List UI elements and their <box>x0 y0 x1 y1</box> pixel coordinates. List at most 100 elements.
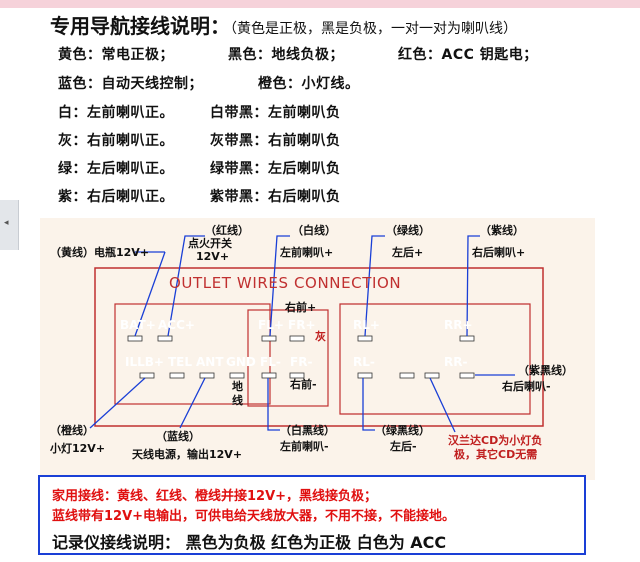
pin-slot <box>139 372 155 379</box>
top-accent-bar <box>0 0 640 8</box>
leader-line-blue <box>179 377 206 429</box>
label-purple-black-rr-minus: 右后喇叭- <box>502 380 551 393</box>
pin-label-rl-plus: RL+ <box>353 318 380 332</box>
label-blue-antenna: 天线电源，输出12V+ <box>132 448 243 461</box>
wiring-diagram: OUTLET WIRES CONNECTION BAT+ ACC+ FL+ FR… <box>40 218 595 480</box>
label-blue-wire: （蓝线） <box>156 430 200 443</box>
connector-block-mid <box>247 309 329 407</box>
pin-label-fl-plus: FL+ <box>258 318 284 332</box>
pin-label-rl-minus: RL- <box>353 355 375 369</box>
pin-slot <box>289 335 305 342</box>
leader-line-green-black <box>362 378 375 431</box>
leader-line-hanlanda <box>429 377 456 433</box>
pin-slot <box>261 335 277 342</box>
home-wiring-note: 家用接线：黄线、红线、橙线并接12V+，黑线接负极； <box>52 489 378 504</box>
legend-row-gray: 灰：右前喇叭正。 灰带黑：右前喇叭负 <box>58 130 341 150</box>
pin-slot <box>289 372 305 379</box>
leader-line-orange <box>89 377 146 429</box>
label-gray-mark: 灰 <box>315 330 326 343</box>
pin-slot <box>261 372 277 379</box>
pin-label-tel: TEL <box>168 355 193 369</box>
legend-gray-plus: 灰：右前喇叭正。 <box>58 133 174 149</box>
pin-label-rr-plus: RR+ <box>444 318 473 332</box>
label-orange-12v: 小灯12V+ <box>50 442 106 455</box>
label-ground-b: 线 <box>232 394 243 407</box>
pin-slot <box>169 372 185 379</box>
legend-orange: 橙色：小灯线。 <box>258 76 360 92</box>
pin-slot <box>459 335 475 342</box>
leader-line-green <box>364 235 385 337</box>
label-white-black-fl-minus: 左前喇叭- <box>280 440 329 453</box>
label-hanlanda-note-a: 汉兰达CD为小灯负 <box>448 434 543 447</box>
pin-label-illb: ILLB+ <box>125 355 164 369</box>
label-hanlanda-note-b: 极，其它CD无需 <box>454 448 538 461</box>
legend-row-2: 蓝色：自动天线控制； 橙色：小灯线。 <box>58 73 360 93</box>
label-purple-black-wire: （紫黑线） <box>518 364 573 377</box>
connector-drawing <box>89 235 544 433</box>
pin-slot <box>357 372 373 379</box>
legend-purple-plus: 紫：右后喇叭正。 <box>58 189 174 205</box>
label-red-12v: 12V+ <box>196 250 230 263</box>
label-purple-wire: （紫线） <box>480 224 524 237</box>
legend-black: 黑色：地线负极； <box>228 47 344 63</box>
pin-slot <box>357 335 373 342</box>
title-main: 专用导航接线说明： <box>50 14 230 38</box>
connector-title: OUTLET WIRES CONNECTION <box>169 274 402 292</box>
label-fr-plus: 右前+ <box>285 301 317 314</box>
label-fr-minus: 右前- <box>290 378 317 391</box>
legend-purple-minus: 紫带黑：右后喇叭负 <box>210 189 341 205</box>
label-red-ignition: 点火开关 <box>188 237 232 250</box>
label-white-fl-plus: 左前喇叭+ <box>280 246 334 259</box>
recorder-wiring-note: 记录仪接线说明： 黑色为负极 红色为正极 白色为 ACC <box>52 533 447 552</box>
connector-block-right <box>339 303 531 415</box>
legend-red: 红色：ACC 钥匙电； <box>398 47 538 63</box>
label-green-black-wire: （绿黑线） <box>375 424 430 437</box>
legend-green-plus: 绿：左后喇叭正。 <box>58 161 174 177</box>
pin-slot <box>199 372 215 379</box>
install-notes-box: 家用接线：黄线、红线、橙线并接12V+，黑线接负极； 蓝线带有12V+电输出，可… <box>38 475 586 555</box>
title-note: （黄色是正极，黑是负极，一对一对为喇叭线） <box>230 21 517 37</box>
legend-blue: 蓝色：自动天线控制； <box>58 76 203 92</box>
label-orange-wire: （橙线） <box>50 424 94 437</box>
legend-row-1: 黄色：常电正极； 黑色：地线负极； 红色：ACC 钥匙电； <box>58 44 538 64</box>
pin-label-gnd: GND <box>226 355 256 369</box>
blue-wire-note: 蓝线带有12V+电输出，可供电给天线放大器，不用不接，不能接地。 <box>52 509 456 524</box>
page-title: 专用导航接线说明：（黄色是正极，黑是负极，一对一对为喇叭线） <box>50 10 517 39</box>
legend-white-plus: 白：左前喇叭正。 <box>58 105 174 121</box>
pin-slot <box>424 372 440 379</box>
leader-line-red <box>167 235 205 337</box>
legend-green-minus: 绿带黑：左后喇叭负 <box>210 161 341 177</box>
legend-row-white: 白：左前喇叭正。 白带黑：左前喇叭负 <box>58 102 341 122</box>
label-ground-a: 地 <box>232 380 243 393</box>
leader-line-white-black <box>267 378 280 431</box>
connector-outer-frame <box>94 267 544 427</box>
label-green-black-rl-minus: 左后- <box>390 440 417 453</box>
pin-label-rr-minus: RR- <box>444 355 468 369</box>
leader-line-purple <box>466 235 480 337</box>
pin-slot <box>459 372 475 379</box>
pin-slot <box>157 335 173 342</box>
label-green-wire: （绿线） <box>386 224 430 237</box>
pin-slot <box>399 372 415 379</box>
pin-slot <box>127 335 143 342</box>
pin-slot <box>229 372 245 379</box>
label-yellow-wire: （黄线）电瓶12V+ <box>50 246 150 259</box>
label-white-wire: （白线） <box>292 224 336 237</box>
pin-label-fr-plus: FR+ <box>288 318 316 332</box>
legend-white-minus: 白带黑：左前喇叭负 <box>210 105 341 121</box>
chevron-left-icon: ◂ <box>4 218 9 228</box>
pin-label-ant: ANT <box>196 355 224 369</box>
pin-label-bat: BAT+ <box>120 318 156 332</box>
legend-row-green: 绿：左后喇叭正。 绿带黑：左后喇叭负 <box>58 158 341 178</box>
leader-line-yellow <box>134 251 166 337</box>
label-white-black-wire: （白黑线） <box>280 424 335 437</box>
pin-label-fl-minus: FL- <box>260 355 281 369</box>
label-green-rl-plus: 左后+ <box>392 246 424 259</box>
label-red-wire: （红线） <box>205 224 249 237</box>
leader-line-white <box>269 235 290 337</box>
side-collapse-tab[interactable]: ◂ <box>0 200 19 250</box>
legend-row-purple: 紫：右后喇叭正。 紫带黑：右后喇叭负 <box>58 186 341 206</box>
legend-yellow: 黄色：常电正极； <box>58 47 174 63</box>
legend-gray-minus: 灰带黑：右前喇叭负 <box>210 133 341 149</box>
pin-label-acc: ACC+ <box>158 318 195 332</box>
